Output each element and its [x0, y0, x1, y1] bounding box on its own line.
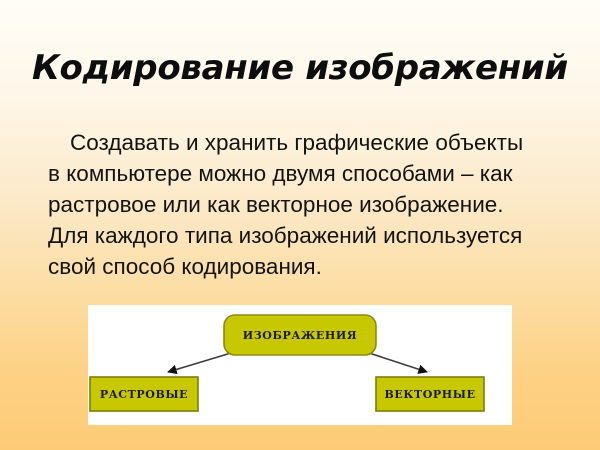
body-paragraph: Создавать и хранить графические объекты …: [48, 129, 524, 279]
vector-node-shape: [375, 376, 485, 412]
page-title: Кодирование изображений: [32, 47, 568, 88]
diagram-node-root[interactable]: ИЗОБРАЖЕНИЯ: [223, 314, 377, 356]
diagram-node-vector[interactable]: ВЕКТОРНЫЕ: [375, 376, 485, 412]
raster-node-shape: [89, 376, 199, 412]
diagram-node-raster[interactable]: РАСТРОВЫЕ: [89, 376, 199, 412]
classification-diagram: ИЗОБРАЖЕНИЯ РАСТРОВЫЕ ВЕКТОРНЫЕ: [88, 305, 512, 425]
arrow-to-raster: [167, 352, 232, 375]
arrow-to-vector: [368, 352, 428, 374]
diagram-canvas: ИЗОБРАЖЕНИЯ РАСТРОВЫЕ ВЕКТОРНЫЕ: [89, 314, 485, 412]
root-node-label: ИЗОБРАЖЕНИЯ: [243, 329, 357, 342]
raster-node-label: РАСТРОВЫЕ: [100, 388, 188, 401]
vector-node-label: ВЕКТОРНЫЕ: [384, 388, 475, 401]
root-node-shape: [223, 314, 377, 356]
